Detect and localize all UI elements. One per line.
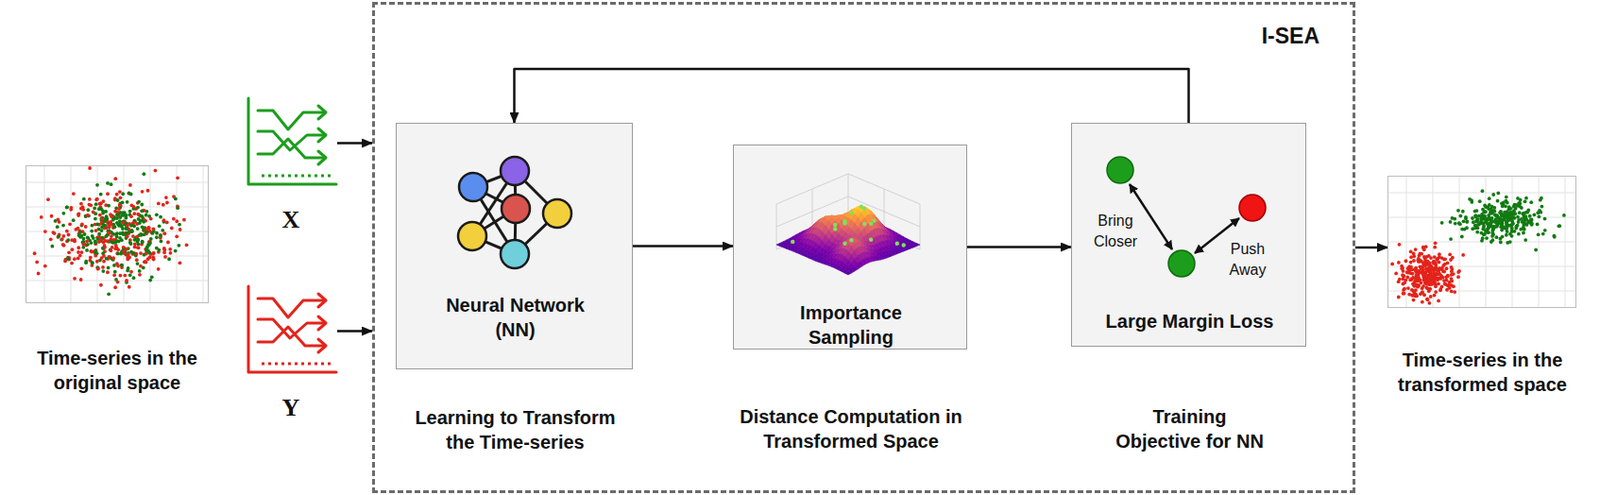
- series-icon: Y: [244, 285, 338, 377]
- flow-arrow: [337, 141, 373, 145]
- box-caption: Distance Computation in Transformed Spac…: [732, 404, 970, 454]
- frame-title: I-SEA: [1225, 21, 1320, 51]
- scatter-panel: Time-series in the original space: [25, 165, 209, 304]
- process-box: Importance SamplingDistance Computation …: [732, 144, 968, 350]
- box-title: Large Margin Loss: [1075, 308, 1304, 334]
- scatter-plot: [1387, 175, 1577, 308]
- time-series-icon: [244, 285, 338, 377]
- panel-caption: Time-series in the transformed space: [1385, 347, 1580, 397]
- box-title: Importance Sampling: [780, 300, 922, 350]
- box-caption: Learning to Transform the Time-series: [404, 405, 627, 455]
- flow-arrow: [632, 244, 733, 248]
- flow-arrow: [1355, 246, 1388, 250]
- process-box: Neural Network (NN)Learning to Transform…: [395, 122, 633, 370]
- flow-arrow: [967, 245, 1072, 249]
- method-frame: I-SEANeural Network (NN)Learning to Tran…: [372, 1, 1356, 494]
- time-series-icon: [244, 97, 338, 189]
- scatter-plot: [25, 165, 209, 304]
- series-icon: X: [244, 97, 338, 189]
- flow-arrow: [514, 68, 1190, 123]
- flow-arrow: [337, 329, 373, 333]
- box-caption: Training Objective for NN: [1111, 404, 1268, 454]
- arrow-label: Push Away: [1219, 238, 1277, 281]
- process-box: Bring CloserPush AwayLarge Margin LossTr…: [1071, 122, 1307, 347]
- variable-label: Y: [244, 391, 338, 425]
- variable-label: X: [244, 204, 338, 237]
- arrow-label: Bring Closer: [1087, 210, 1144, 253]
- scatter-panel: Time-series in the transformed space: [1387, 175, 1577, 308]
- box-title: Neural Network (NN): [434, 292, 596, 342]
- panel-caption: Time-series in the original space: [19, 345, 215, 395]
